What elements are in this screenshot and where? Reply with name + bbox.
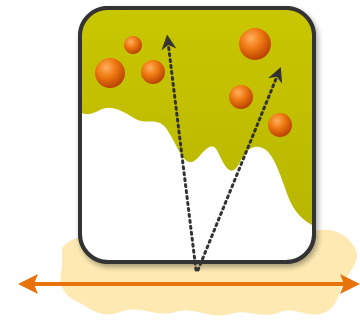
dotted-arrow-icon (196, 67, 283, 272)
double-headed-arrow-icon (18, 274, 360, 294)
upper-region (80, 8, 314, 226)
sphere (95, 58, 125, 88)
sphere (268, 113, 292, 137)
sphere (141, 60, 165, 84)
frame-border (78, 6, 316, 264)
sphere (239, 28, 271, 60)
sphere (229, 85, 253, 109)
sphere (124, 36, 142, 54)
spheres-group (95, 28, 292, 137)
beam-paths (161, 34, 283, 272)
dotted-arrow-icon (161, 34, 198, 272)
